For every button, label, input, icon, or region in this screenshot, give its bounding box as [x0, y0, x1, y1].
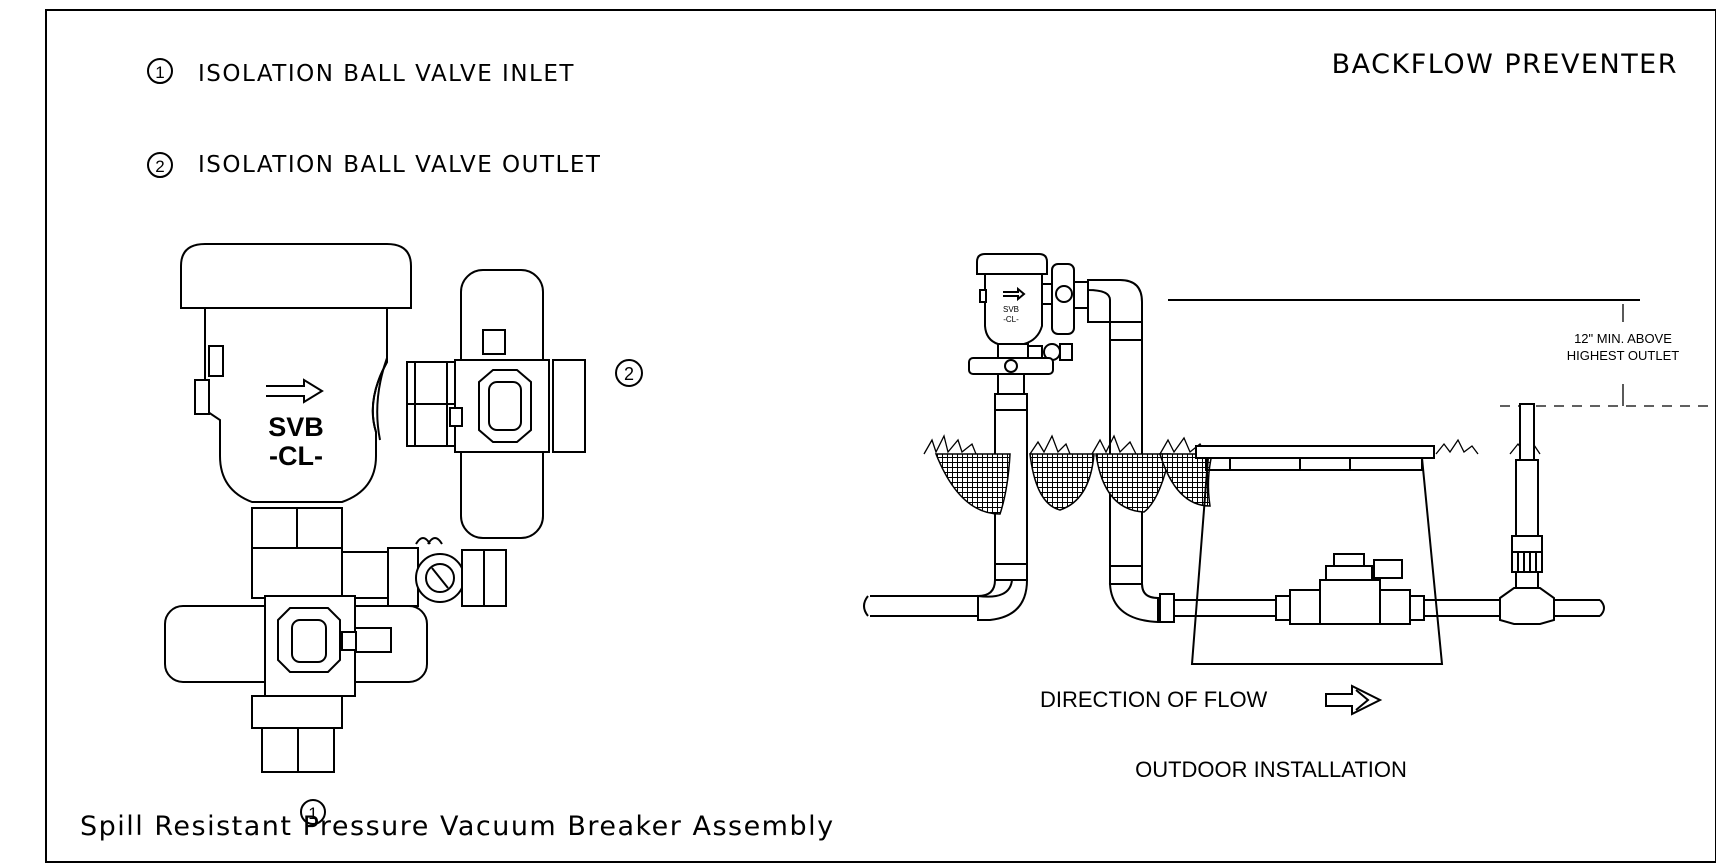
legend-item-outlet: 2 ISOLATION BALL VALVE OUTLET [147, 152, 601, 178]
soil-mound [1095, 453, 1171, 513]
soil-mound [1029, 453, 1095, 511]
install-device-label-2: -CL- [1003, 315, 1019, 324]
sheet-border [45, 9, 1716, 863]
supply-pipe [870, 579, 996, 617]
outlet-callout-icon [615, 359, 643, 387]
inlet-callout-number: 1 [308, 804, 317, 823]
callout-circle-icon [147, 58, 173, 84]
install-device-label: SVB [1003, 305, 1019, 314]
callout-circle-icon [147, 152, 173, 178]
flow-arrow-icon [266, 378, 324, 404]
outdoor-installation-diagram: 12" MIN. ABOVE HIGHEST OUTLET SVB -CL- [863, 253, 1716, 782]
valve-bonnet [180, 243, 412, 309]
soil-mound [1158, 453, 1213, 507]
install-caption: OUTDOOR INSTALLATION [1135, 757, 1407, 782]
valve-body-label: SVB [268, 412, 324, 442]
legend-number: 1 [155, 63, 164, 82]
valve-body-label-2: -CL- [269, 441, 323, 471]
clearance-label-2: HIGHEST OUTLET [1567, 348, 1680, 363]
outlet-callout-number: 2 [624, 364, 634, 384]
legend-item-inlet: 1 ISOLATION BALL VALVE INLET [147, 58, 575, 87]
legend-label: ISOLATION BALL VALVE OUTLET [198, 152, 601, 178]
inlet-callout-icon [300, 799, 326, 825]
valve-body [204, 307, 388, 503]
clearance-label: 12" MIN. ABOVE [1574, 331, 1672, 346]
sheet-title: BACKFLOW PREVENTER [1332, 49, 1678, 80]
assembly-caption: Spill Resistant Pressure Vacuum Breaker … [80, 811, 835, 842]
svb-assembly-detail: SVB -CL- 2 [164, 243, 643, 825]
legend-label: ISOLATION BALL VALVE INLET [198, 61, 575, 87]
soil-mound [934, 453, 1011, 515]
legend-number: 2 [155, 157, 164, 176]
flow-label: DIRECTION OF FLOW [1040, 687, 1268, 712]
legend: 1 ISOLATION BALL VALVE INLET 2 ISOLATION… [147, 58, 601, 178]
valve-box [1190, 457, 1444, 665]
flow-direction-arrow-icon [1325, 684, 1383, 716]
grass-icon [923, 434, 1541, 455]
